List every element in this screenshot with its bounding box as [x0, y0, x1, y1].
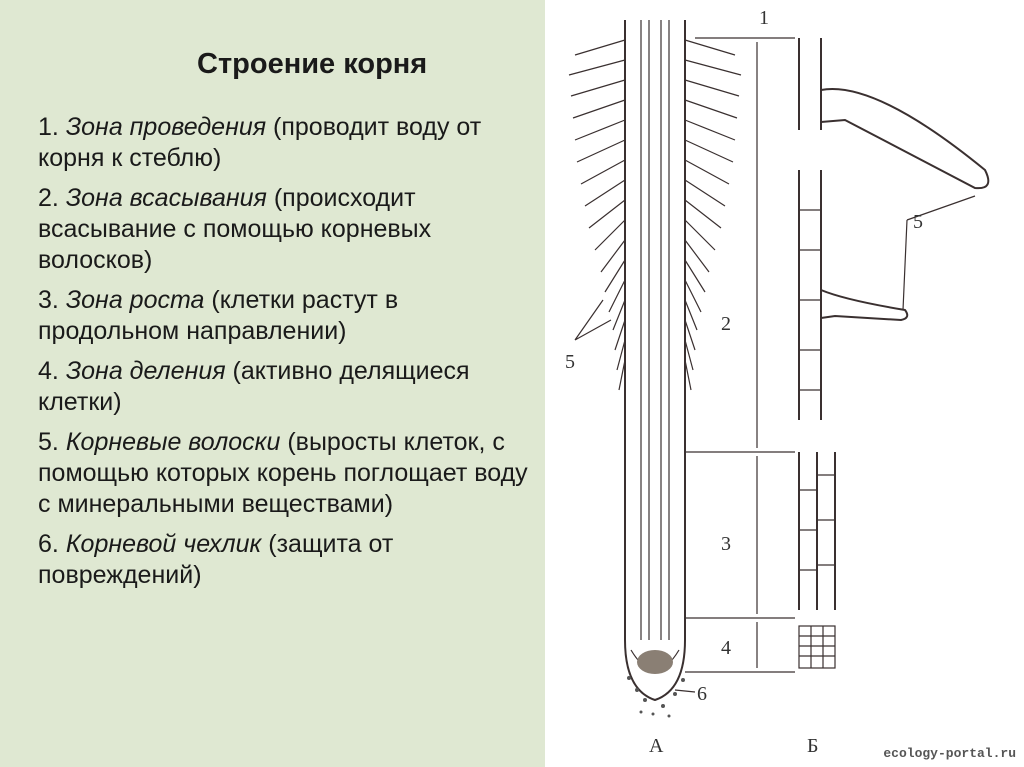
zone-list: 1. Зона проведения (проводит воду от кор…: [38, 112, 538, 600]
item-term: Зона деления: [65, 357, 226, 385]
root-hair-cell-upper: [820, 88, 990, 190]
item-number: 3.: [38, 286, 59, 314]
root-hair-cell-lower: [820, 289, 909, 322]
list-item: 6. Корневой чехлик (защита от повреждени…: [38, 529, 538, 591]
list-item: 3. Зона роста (клетки растут в продольно…: [38, 285, 538, 347]
text-panel: Строение корня 1. Зона проведения (прово…: [0, 0, 545, 767]
hair-pointer-left: [574, 299, 612, 341]
panel-label-b: Б: [807, 735, 818, 757]
item-number: 6.: [38, 530, 59, 558]
root-outline: [624, 20, 686, 702]
zone-boundary-lines: [685, 37, 795, 673]
cap-label: 6: [697, 683, 707, 705]
zone-label-2: 2: [721, 313, 731, 335]
item-description: (клетки растут в продольном направлении): [38, 286, 399, 345]
cell-strip-3: [798, 452, 836, 610]
slide-title: Строение корня: [197, 48, 428, 80]
item-term: Корневой чехлик: [65, 530, 262, 558]
hair-label-left: 5: [565, 351, 575, 373]
list-item: 5. Корневые волоски (выросты клеток, с п…: [38, 427, 538, 520]
item-term: Корневые волоски: [65, 428, 281, 456]
item-number: 1.: [38, 113, 59, 141]
root-diagram-panel: 5 6 1 2 3 4 5: [545, 0, 1024, 767]
zone-label-4: 4: [721, 637, 731, 659]
item-number: 5.: [38, 428, 59, 456]
item-description: (выросты клеток, с помощью которых корен…: [38, 428, 528, 518]
cell-strip-2: [798, 170, 822, 420]
panel-label-a: А: [649, 735, 664, 757]
root-structure-diagram: 5 6 1 2 3 4 5: [565, 7, 990, 757]
item-description: (проводит воду от корня к стеблю): [38, 113, 482, 172]
hair-pointer-right: [902, 195, 976, 311]
root-b-drawing: 5: [798, 38, 990, 669]
cell-strip-1: [798, 38, 822, 130]
zone-label-3: 3: [721, 533, 731, 555]
item-description: (защита от повреждений): [38, 530, 394, 589]
item-term: Зона всасывания: [65, 184, 267, 212]
item-number: 2.: [38, 184, 59, 212]
item-term: Зона проведения: [65, 113, 267, 141]
zone-label-1: 1: [759, 7, 769, 29]
item-term: Зона роста: [65, 286, 205, 314]
zone-dimensions: 1 2 3 4: [685, 7, 795, 673]
cap-pointer: [674, 689, 696, 693]
root-hairs-left: [568, 39, 626, 391]
list-item: 4. Зона деления (активно делящиеся клетк…: [38, 356, 538, 418]
meristem-region: [637, 650, 673, 674]
hair-label-right: 5: [913, 211, 923, 233]
list-item: 2. Зона всасывания (происходит всасывани…: [38, 183, 538, 276]
item-description: (активно делящиеся клетки): [38, 357, 470, 416]
division-zone-cells: [798, 625, 836, 669]
root-hairs-right: [684, 39, 742, 391]
sloughed-cap-cells: [627, 676, 685, 718]
cell-walls-upper: [799, 209, 821, 391]
item-description: (происходит всасывание с помощью корневы…: [38, 184, 432, 274]
item-number: 4.: [38, 357, 59, 385]
watermark-text: ecology-portal.ru: [883, 746, 1016, 761]
vascular-cylinder: [640, 20, 670, 640]
list-item: 1. Зона проведения (проводит воду от кор…: [38, 112, 538, 174]
cell-walls-growth: [799, 474, 835, 571]
root-a-drawing: 5 6: [565, 20, 742, 718]
